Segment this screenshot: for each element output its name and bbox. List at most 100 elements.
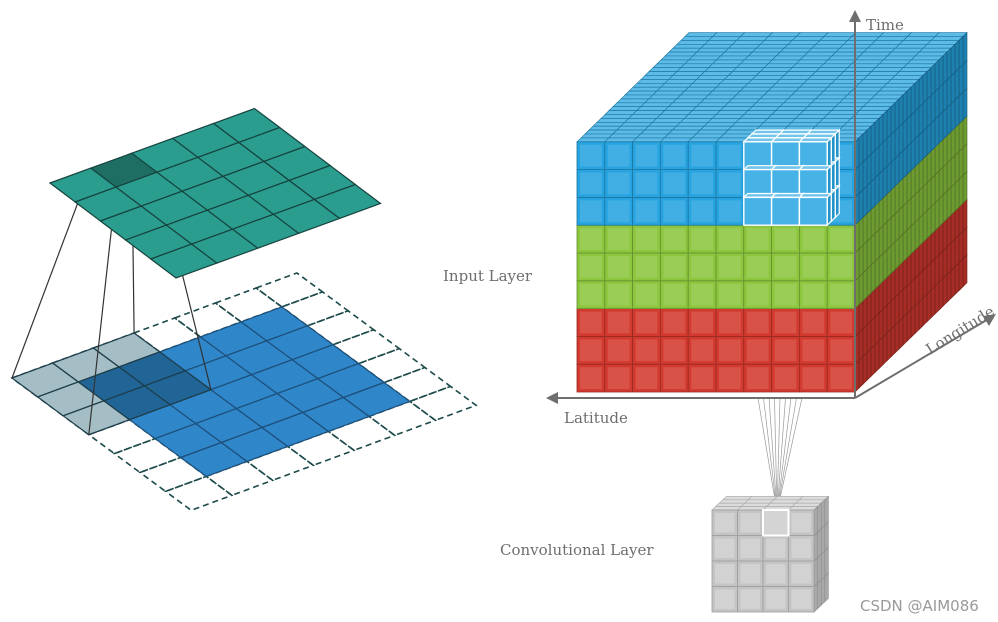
voxel-top-face bbox=[684, 32, 718, 37]
voxel-side-face bbox=[954, 206, 960, 240]
voxel-side-face bbox=[938, 277, 944, 311]
conv-connection-line bbox=[776, 397, 797, 513]
voxel-side-face bbox=[910, 110, 916, 144]
voxel-top-face bbox=[691, 106, 725, 111]
voxel-side-face bbox=[918, 185, 924, 220]
voxel-top-face bbox=[854, 83, 888, 88]
voxel-top-face bbox=[735, 118, 769, 123]
conv-voxel-top bbox=[798, 496, 830, 501]
conv-voxel-side bbox=[824, 546, 829, 577]
voxel-top-face bbox=[667, 129, 701, 135]
voxel-side-face bbox=[894, 320, 900, 354]
voxel-top-face bbox=[731, 67, 765, 72]
voxel-top-face bbox=[870, 67, 904, 72]
voxel-side-face bbox=[954, 150, 960, 185]
conv-connection-line bbox=[763, 397, 778, 513]
voxel-side-face bbox=[962, 143, 968, 177]
voxel-top-face bbox=[767, 86, 801, 92]
voxel-top-face bbox=[767, 32, 801, 37]
voxel-top-face bbox=[771, 110, 805, 115]
voxel-side-face bbox=[902, 90, 908, 124]
voxel-bevel bbox=[774, 311, 797, 334]
voxel-top-face bbox=[731, 122, 765, 127]
voxel-top-face bbox=[715, 83, 749, 88]
voxel-top-face bbox=[664, 51, 698, 57]
voxel-bevel bbox=[719, 144, 741, 167]
voxel-side-face bbox=[918, 269, 924, 303]
voxel-top-face bbox=[727, 98, 761, 104]
voxel-top-face bbox=[850, 59, 885, 65]
voxel-bevel bbox=[607, 311, 630, 334]
voxel-top-face bbox=[632, 83, 666, 88]
voxel-side-face bbox=[906, 169, 912, 204]
voxel-bevel bbox=[719, 200, 741, 223]
voxel-side-face bbox=[922, 182, 928, 216]
voxel-side-face bbox=[938, 138, 944, 172]
voxel-bevel bbox=[663, 144, 686, 167]
voxel-top-face bbox=[703, 94, 737, 100]
voxel-side-face bbox=[906, 114, 912, 148]
voxel-top-face bbox=[882, 55, 916, 61]
voxel-side-face bbox=[890, 296, 896, 330]
voxel-side-face bbox=[938, 83, 944, 117]
voxel-top-face bbox=[696, 47, 730, 53]
voxel-top-face bbox=[692, 51, 726, 57]
voxel-top-face bbox=[580, 133, 614, 139]
voxel-top-face bbox=[656, 59, 690, 65]
voxel-top-face bbox=[644, 98, 678, 104]
voxel-bevel bbox=[663, 367, 686, 389]
voxel-top-face bbox=[846, 63, 881, 68]
voxel-top-face bbox=[806, 102, 841, 107]
conv-voxel-bevel bbox=[715, 589, 735, 609]
voxel-top-face bbox=[787, 94, 821, 100]
voxel-top-face bbox=[644, 71, 678, 76]
voxel-top-face bbox=[707, 118, 741, 123]
voxel-side-face bbox=[890, 268, 896, 303]
voxel-top-face bbox=[886, 79, 920, 84]
voxel-side-face bbox=[882, 332, 888, 366]
voxel-top-face bbox=[672, 71, 706, 76]
voxel-side-face bbox=[870, 121, 876, 155]
voxel-side-face bbox=[870, 288, 876, 322]
voxel-side-face bbox=[950, 210, 956, 244]
voxel-side-face bbox=[938, 222, 944, 256]
voxel-side-face bbox=[962, 31, 968, 66]
conv-voxel-top bbox=[765, 502, 797, 507]
longitude-axis-line bbox=[854, 317, 991, 399]
voxel-top-face bbox=[687, 137, 721, 143]
conv2d-illustration bbox=[10, 107, 478, 512]
voxel-bevel bbox=[830, 228, 852, 250]
voxel-side-face bbox=[894, 98, 900, 132]
voxel-side-face bbox=[898, 149, 904, 184]
voxel-top-face bbox=[695, 75, 730, 80]
voxel-side-face bbox=[906, 281, 912, 315]
voxel-side-face bbox=[858, 216, 864, 250]
voxel-top-face bbox=[803, 51, 837, 57]
conv-voxel-top bbox=[718, 499, 750, 504]
voxel-side-face bbox=[938, 166, 944, 200]
voxel-side-face bbox=[914, 245, 920, 279]
voxel-side-face bbox=[890, 185, 896, 219]
voxel-top-face bbox=[684, 59, 718, 65]
voxel-top-face bbox=[680, 36, 714, 41]
conv-voxel-bevel bbox=[715, 513, 735, 533]
voxel-top-face bbox=[667, 102, 702, 107]
voxel-side-face bbox=[942, 218, 948, 252]
voxel-top-face bbox=[727, 43, 762, 49]
voxel-top-face bbox=[663, 133, 697, 139]
voxel-side-face bbox=[926, 94, 932, 128]
voxel-bevel bbox=[691, 200, 713, 223]
voxel-top-face bbox=[926, 40, 960, 45]
voxel-top-face bbox=[676, 40, 710, 45]
voxel-top-face bbox=[866, 98, 900, 104]
voxel-side-face bbox=[958, 258, 964, 292]
voxel-top-face bbox=[823, 59, 857, 65]
voxel-top-face bbox=[723, 47, 758, 53]
voxel-top-face bbox=[842, 67, 877, 72]
voxel-side-face bbox=[874, 340, 880, 374]
voxel-side-face bbox=[870, 232, 876, 266]
voxel-side-face bbox=[942, 162, 948, 196]
conv-layer-label: Convolutional Layer bbox=[500, 541, 654, 559]
voxel-side-face bbox=[918, 297, 924, 331]
voxel-side-face bbox=[918, 213, 924, 247]
